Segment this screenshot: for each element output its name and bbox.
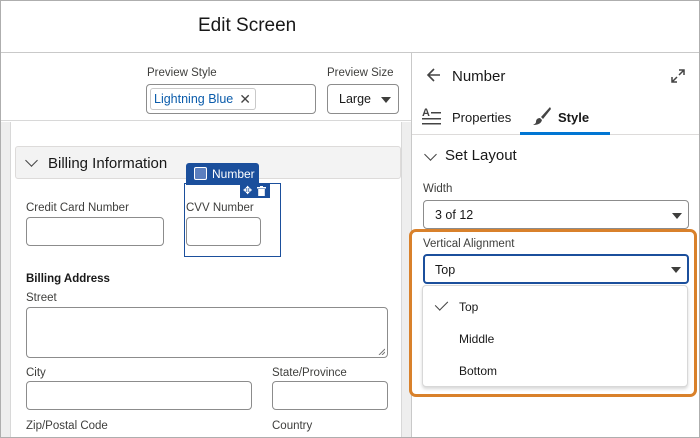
option-middle[interactable]: Middle: [423, 322, 687, 354]
trash-icon[interactable]: [257, 186, 266, 196]
expand-icon[interactable]: [670, 68, 686, 84]
svg-text:A: A: [422, 107, 430, 119]
credit-card-input[interactable]: [26, 217, 164, 246]
component-tools: ✥: [240, 184, 270, 198]
vertical-alignment-label: Vertical Alignment: [423, 238, 515, 250]
resize-handle-icon[interactable]: [378, 348, 385, 355]
chevron-down-icon: [672, 213, 682, 219]
preview-style-pill[interactable]: Lightning Blue ✕: [150, 88, 256, 110]
credit-card-label: Credit Card Number: [26, 202, 129, 214]
chevron-down-icon: [671, 267, 681, 273]
preview-size-select[interactable]: Large: [327, 84, 399, 114]
tab-properties-label: Properties: [452, 110, 512, 125]
width-value: 3 of 12: [435, 208, 474, 222]
street-textarea[interactable]: [26, 307, 388, 358]
set-layout-section-header[interactable]: Set Layout: [412, 135, 699, 175]
preview-toolbar: Preview Style Lightning Blue ✕ Preview S…: [1, 53, 411, 121]
back-arrow-icon[interactable]: [426, 65, 442, 85]
chevron-down-icon: [424, 148, 437, 161]
tab-properties[interactable]: A Properties: [422, 99, 524, 135]
option-bottom-label: Bottom: [459, 364, 498, 378]
preview-style-pill-label: Lightning Blue: [154, 92, 234, 106]
width-label: Width: [423, 183, 453, 195]
panel-header: Number: [412, 53, 699, 99]
city-input[interactable]: [26, 381, 252, 410]
cvv-label: CVV Number: [186, 202, 254, 214]
properties-icon: A: [422, 107, 441, 125]
page-title: Edit Screen: [198, 15, 297, 36]
option-middle-label: Middle: [459, 332, 495, 346]
vertical-alignment-dropdown: Top Middle Bottom: [422, 285, 688, 387]
panel-title: Number: [452, 68, 506, 85]
tab-style-label: Style: [558, 110, 590, 125]
canvas-area: Preview Style Lightning Blue ✕ Preview S…: [1, 53, 411, 437]
checkmark-icon: [434, 297, 449, 311]
zip-label: Zip/Postal Code: [26, 420, 108, 432]
billing-address-heading: Billing Address: [26, 273, 110, 285]
state-label: State/Province: [272, 367, 347, 379]
preview-size-value: Large: [339, 92, 371, 106]
section-title: Billing Information: [48, 155, 168, 172]
move-icon[interactable]: ✥: [243, 185, 253, 197]
state-input[interactable]: [272, 381, 388, 410]
tab-style[interactable]: Style: [520, 99, 610, 135]
panel-tabs: A Properties Style: [412, 99, 699, 135]
paintbrush-icon: [533, 107, 551, 125]
set-layout-title: Set Layout: [445, 147, 517, 164]
preview-size-label: Preview Size: [327, 67, 394, 79]
close-icon[interactable]: ✕: [239, 91, 251, 107]
cvv-input[interactable]: [186, 217, 261, 246]
number-component-icon: [194, 167, 207, 180]
header: Edit Screen: [1, 1, 699, 53]
option-top-label: Top: [459, 300, 479, 314]
chevron-down-icon: [25, 154, 38, 167]
street-label: Street: [26, 292, 57, 304]
option-bottom[interactable]: Bottom: [423, 354, 687, 386]
preview-style-combobox[interactable]: Lightning Blue ✕: [146, 84, 316, 114]
option-top[interactable]: Top: [423, 290, 687, 322]
vertical-alignment-select[interactable]: Top: [423, 254, 689, 284]
width-select[interactable]: 3 of 12: [423, 200, 689, 229]
selected-component-label: Number: [212, 167, 255, 181]
city-label: City: [26, 367, 46, 379]
vertical-alignment-value: Top: [435, 263, 456, 277]
country-label: Country: [272, 420, 313, 432]
preview-style-label: Preview Style: [147, 67, 217, 79]
chevron-down-icon: [381, 97, 391, 103]
selected-component-tag[interactable]: Number: [186, 163, 259, 185]
